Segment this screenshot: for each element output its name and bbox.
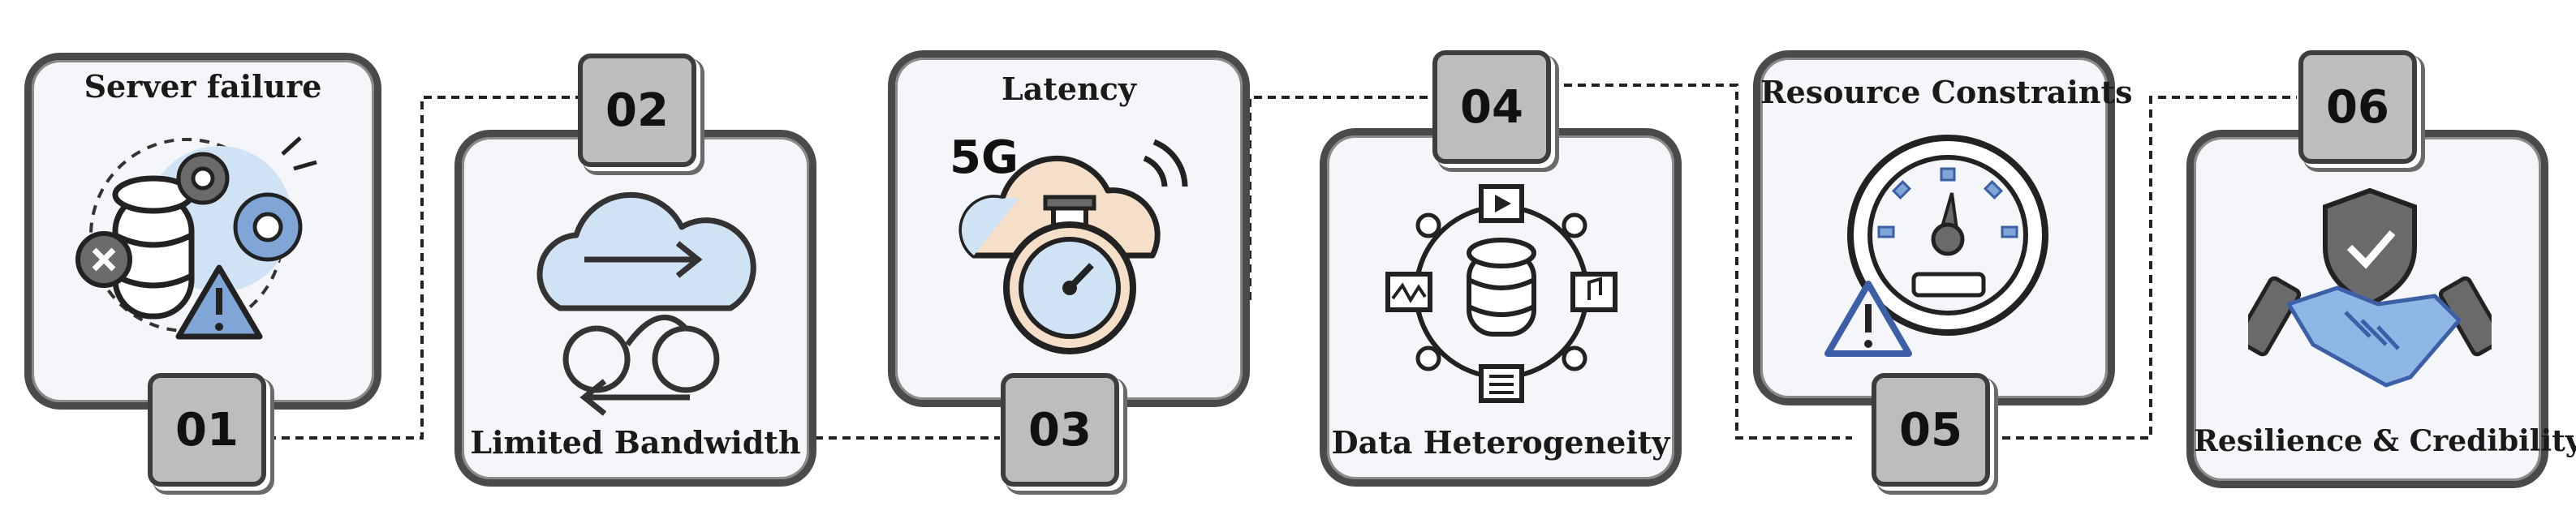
card-title: Data Heterogeneity (1331, 424, 1670, 461)
card-title: Server failure (84, 68, 322, 105)
gauge-warning-icon (1824, 135, 2048, 357)
connector-03-04 (1248, 96, 1430, 300)
card-title: Limited Bandwidth (470, 424, 801, 461)
step-badge-06: 06 (2298, 50, 2417, 164)
database-hub-icon (1385, 184, 1618, 403)
step-badge-05: 05 (1872, 373, 1990, 487)
card-title: Latency (1002, 71, 1136, 107)
connector-05-06 (1988, 96, 2297, 440)
step-badge-02: 02 (578, 54, 696, 167)
step-badge-01: 01 (148, 373, 266, 487)
step-badge-04: 04 (1432, 50, 1551, 164)
server-failure-icon (75, 136, 317, 340)
stopwatch-5g-icon: 5G (950, 131, 1188, 354)
connector-01-02 (268, 96, 578, 440)
step-badge-03: 03 (1001, 373, 1119, 487)
network-label: 5G (950, 131, 1019, 184)
card-title: Resilience & Credibility (2194, 424, 2576, 458)
card-title: Resource Constraints (1760, 74, 2133, 110)
connector-04-05 (1550, 84, 1852, 440)
cloud-transfer-icon (536, 191, 756, 416)
handshake-shield-icon (2248, 187, 2492, 388)
